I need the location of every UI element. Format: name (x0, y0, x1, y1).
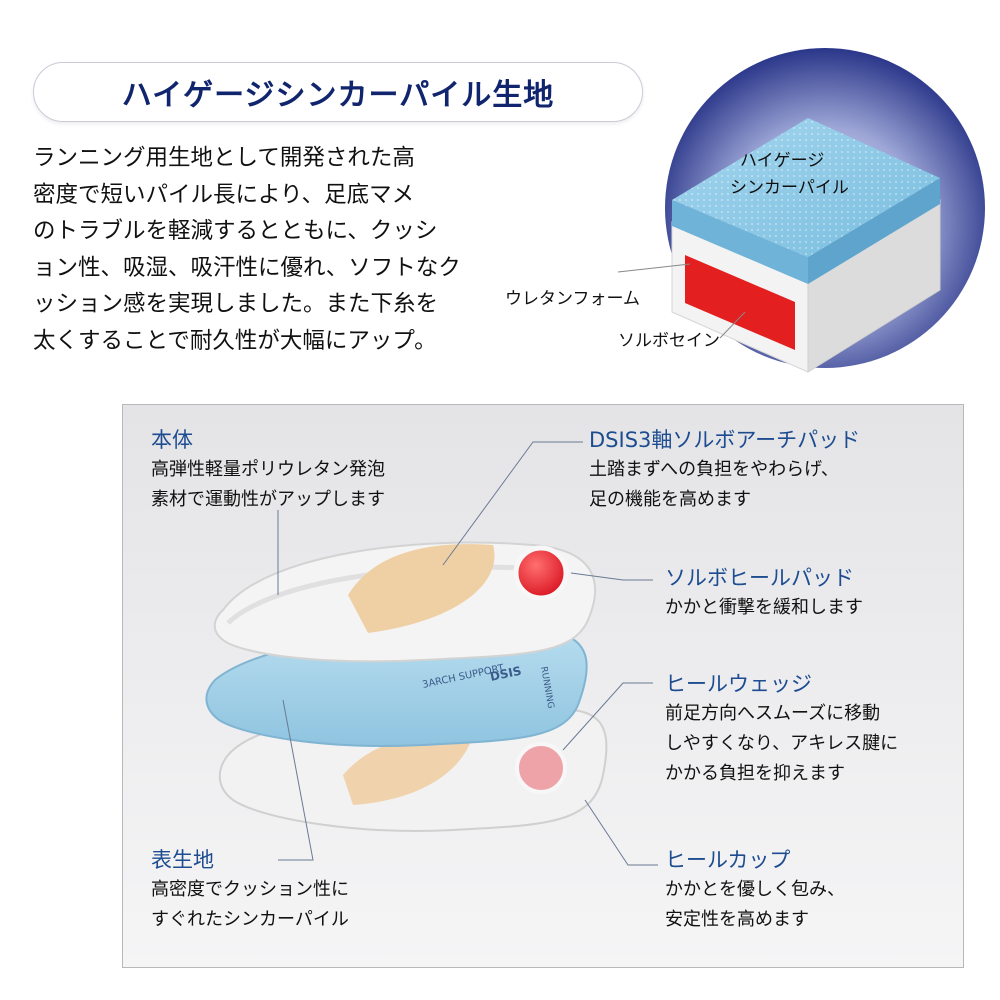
sorbothane-label: ソルボセイン (618, 331, 720, 351)
insole-structure-panel: 3ARCH SUPPORT DSIS RUNNING 本体 高弾性軽量ポリウレタ… (122, 404, 964, 968)
pile-label-1: ハイゲージ (740, 151, 824, 171)
callout-heel-cup-line: 安定性を高めます (665, 909, 809, 930)
callout-surface-line: 高密度でクッション性に (151, 879, 349, 900)
callout-heel-pad: ソルボヒールパッド かかと衝撃を緩和します (665, 563, 863, 623)
callout-body-line: 高弾性軽量ポリウレタン発泡 (151, 459, 385, 480)
dsis-arch-pad (348, 544, 495, 633)
callout-heel-wedge-line: しやすくなり、アキレス腱に (665, 733, 899, 754)
pile-texture (672, 118, 940, 257)
intro-line: のトラブルを軽減するとともに、クッシ (33, 218, 438, 244)
intro-paragraph: ランニング用生地として開発された高 密度で短いパイル長により、足底マメ のトラブ… (33, 140, 493, 359)
intro-line: ョン性、吸湿、吸汗性に優れ、ソフトなク (33, 254, 461, 281)
page-title: ハイゲージシンカーパイル生地 (121, 78, 555, 113)
pile-layer-front (672, 200, 808, 284)
callout-heel-cup-title: ヒールカップ (665, 848, 791, 872)
insole-layers-illustration: 3ARCH SUPPORT DSIS RUNNING (205, 441, 658, 866)
callout-heel-pad-line: かかと衝撃を緩和します (665, 597, 863, 618)
sorbothane-layer (685, 255, 795, 350)
heel-pad-leader (570, 572, 653, 581)
urethane-leader (617, 263, 691, 273)
callout-body-title: 本体 (151, 428, 193, 452)
heel-wedge-leader (562, 682, 653, 751)
callout-heel-pad-title: ソルボヒールパッド (665, 566, 854, 590)
surface-leader (278, 699, 314, 861)
heel-cup-leader (584, 799, 658, 866)
callout-dsis-title: DSIS3軸ソルボアーチパッド (589, 428, 861, 452)
urethane-label: ウレタンフォーム (505, 289, 640, 309)
callout-surface-title: 表生地 (151, 848, 214, 872)
callout-heel-wedge-line: かかる負担を抑えます (665, 763, 845, 784)
bottom-arch-pad (343, 733, 473, 805)
callout-heel-wedge-title: ヒールウェッジ (665, 672, 812, 696)
intro-line: 密度で短いパイル長により、足底マメ (33, 181, 415, 208)
intro-line: ッション感を実現しました。また下糸を (33, 291, 439, 317)
callout-heel-wedge-line: 前足方向へスムーズに移動 (665, 703, 881, 724)
title-banner: ハイゲージシンカーパイル生地 (33, 62, 643, 122)
fabric-layer-diagram: ハイゲージ シンカーパイル ウレタンフォーム ソルボセイン (505, 48, 985, 373)
intro-line: 太くすることで耐久性が大幅にアップ。 (33, 327, 437, 354)
pile-label-2: シンカーパイル (730, 178, 849, 198)
sorbo-heel-pad (513, 545, 569, 601)
heel-pad-pink (515, 742, 567, 794)
pile-layer-side (808, 178, 940, 284)
callout-body: 本体 高弾性軽量ポリウレタン発泡 素材で運動性がアップします (151, 425, 385, 515)
callout-heel-wedge: ヒールウェッジ 前足方向へスムーズに移動 しやすくなり、アキレス腱に かかる負担… (665, 669, 898, 789)
intro-line: ランニング用生地として開発された高 (33, 145, 415, 171)
callout-dsis: DSIS3軸ソルボアーチパッド 土踏まずへの負担をやわらげ、 足の機能を高めます (589, 425, 860, 515)
callout-surface-line: すぐれたシンカーパイル (151, 909, 349, 930)
sorbothane-leader (719, 311, 746, 339)
insole-logo-print: DSIS (489, 664, 523, 684)
callout-dsis-line: 足の機能を高めます (589, 489, 751, 510)
dsis-leader (442, 441, 583, 566)
callout-heel-cup-line: かかとを優しく包み、 (665, 879, 845, 900)
callout-body-line: 素材で運動性がアップします (151, 489, 385, 510)
callout-surface: 表生地 高密度でクッション性に すぐれたシンカーパイル (151, 845, 349, 935)
callout-dsis-line: 土踏まずへの負担をやわらげ、 (589, 459, 839, 480)
callout-heel-cup: ヒールカップ かかとを優しく包み、 安定性を高めます (665, 845, 845, 935)
